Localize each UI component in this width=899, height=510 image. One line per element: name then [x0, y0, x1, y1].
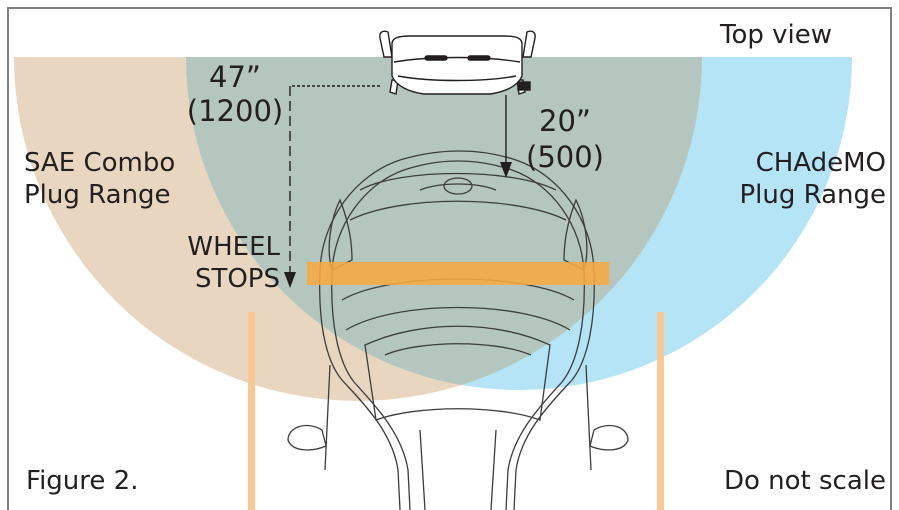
charger-unit-icon — [379, 30, 536, 95]
sae-combo-label-line1: SAE Combo — [24, 148, 176, 178]
wheel-stops-label-line1: WHEEL — [187, 232, 280, 262]
dimension-47in-label: 47” — [209, 60, 261, 94]
chademo-label-line2: Plug Range — [739, 180, 886, 210]
scale-note: Do not scale — [723, 466, 886, 496]
car-top-view-icon — [287, 150, 629, 510]
figure-frame — [7, 7, 892, 510]
dimension-20in-label: 20” — [539, 104, 591, 138]
chademo-label-line1: CHAdeMO — [755, 148, 886, 178]
dimension-500mm-label: (500) — [526, 140, 604, 174]
wheel-stop-bar — [307, 262, 609, 285]
wheel-stops-label-line2: STOPS — [194, 264, 280, 294]
figure-caption: Figure 2. — [26, 466, 139, 496]
dimension-1200mm-label: (1200) — [186, 94, 284, 128]
view-label: Top view — [720, 20, 833, 50]
dimension-47in-leader — [284, 85, 380, 288]
sae-combo-label-line2: Plug Range — [24, 180, 171, 210]
parking-line-right — [657, 312, 664, 510]
dimension-20in-arrow — [500, 95, 512, 178]
parking-line-left — [248, 312, 255, 510]
